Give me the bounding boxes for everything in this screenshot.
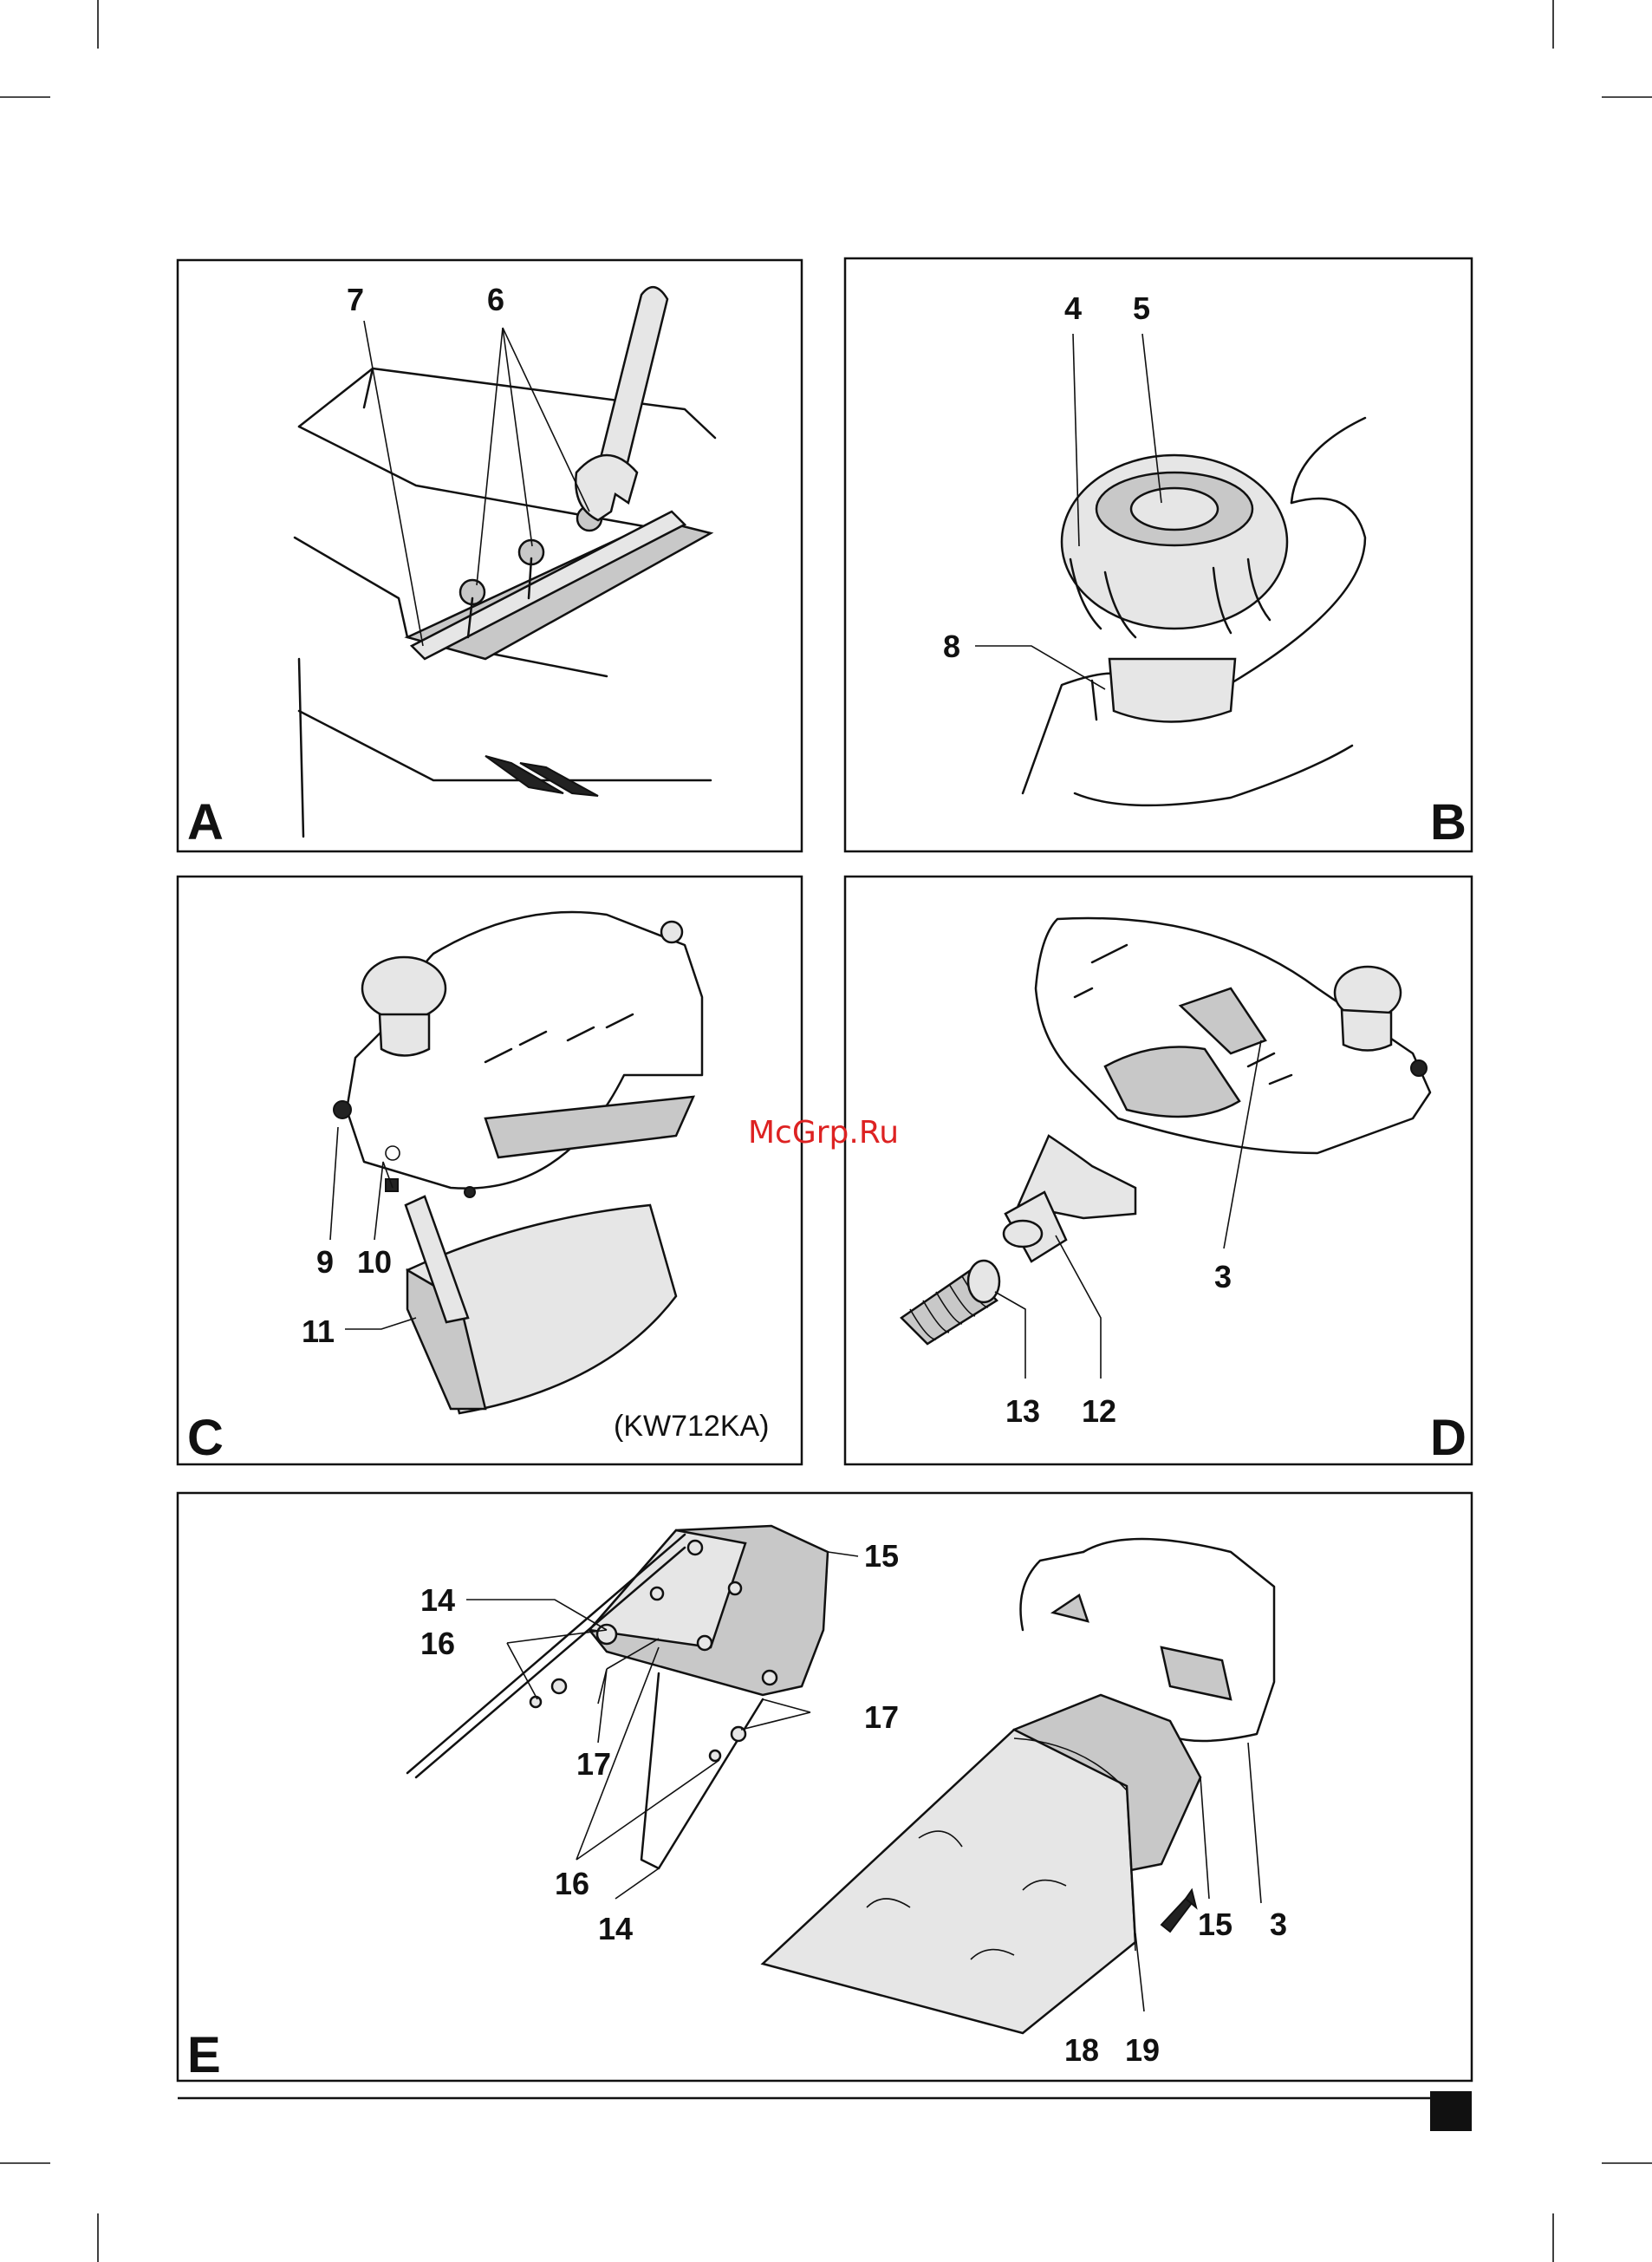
callout-18: 18 (1064, 2032, 1099, 2068)
page-marker-block (1430, 2091, 1472, 2131)
callout-3-bag: 3 (1270, 1907, 1287, 1942)
planer-side-view-drawing (334, 912, 702, 1197)
callout-3: 3 (1214, 1259, 1232, 1294)
panel-letter-d: D (1430, 1410, 1467, 1466)
callout-8: 8 (943, 629, 960, 664)
panel-letter-c: C (187, 1410, 224, 1466)
planer-top-view-drawing (1036, 918, 1430, 1153)
parallel-fence-drawing (406, 1196, 676, 1413)
callout-16-bottom: 16 (555, 1866, 589, 1901)
watermark-text: McGrp.Ru (748, 1115, 899, 1151)
callout-4: 4 (1064, 290, 1082, 326)
planer-with-dust-bag-drawing (763, 1539, 1274, 2033)
callout-19: 19 (1125, 2032, 1160, 2068)
model-note: (KW712KA) (614, 1410, 770, 1443)
callout-14-bottom: 14 (598, 1911, 633, 1946)
wrench-drawing (576, 287, 667, 520)
panel-letter-b: B (1430, 794, 1467, 851)
dust-extraction-adapter-drawing (901, 1136, 1135, 1344)
callout-6: 6 (487, 282, 504, 317)
callout-9: 9 (316, 1244, 334, 1280)
callout-14-top: 14 (420, 1582, 455, 1618)
dust-bag-exploded-drawing (407, 1526, 828, 1868)
callout-12: 12 (1082, 1393, 1116, 1429)
callout-15-top: 15 (864, 1538, 899, 1574)
panel-e: 15 14 16 17 17 16 14 15 3 18 19 E (178, 1493, 1472, 2083)
callout-15-bottom: 15 (1198, 1907, 1232, 1942)
panel-d: 3 13 12 D (845, 877, 1472, 1466)
callout-11: 11 (302, 1314, 335, 1349)
callout-17-left: 17 (576, 1746, 611, 1782)
callout-5: 5 (1133, 290, 1150, 326)
callout-13: 13 (1005, 1393, 1040, 1429)
callout-16-top: 16 (420, 1626, 455, 1661)
callout-17-right: 17 (864, 1699, 899, 1735)
panel-c: 9 10 11 (KW712KA) C (178, 877, 802, 1466)
planer-blade-drum-drawing (295, 287, 715, 837)
panel-letter-e: E (187, 2027, 221, 2083)
panel-a: 7 6 A (178, 260, 802, 851)
callout-10: 10 (357, 1244, 392, 1280)
panel-letter-a: A (187, 794, 224, 851)
callout-7: 7 (347, 282, 364, 317)
